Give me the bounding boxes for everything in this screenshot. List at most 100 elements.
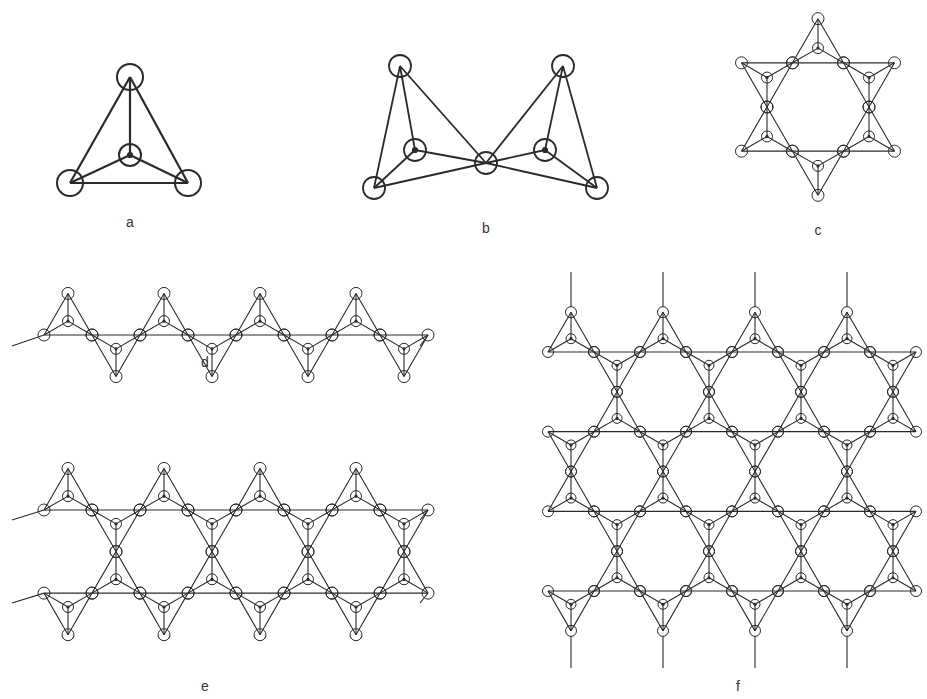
bond-line [754,472,755,499]
oxygen-atom [134,504,146,516]
bond-line [640,339,663,352]
bond-line [846,312,847,339]
bond-line [163,293,164,321]
bond-line [662,636,663,668]
bond-line [869,136,895,151]
bond-line [92,335,116,377]
bond-line [420,593,428,603]
bond-line [754,312,755,339]
bond-line [892,365,893,392]
oxygen-atom [658,440,668,450]
bond-line [308,335,332,349]
bond-line [824,339,847,352]
bond-line [847,472,870,512]
bond-line [594,351,640,352]
atom-center [402,522,405,525]
bond-line [188,509,236,510]
bond-line [732,351,778,352]
bond-line [686,351,732,352]
bond-line [732,511,778,512]
atom-center [845,496,848,499]
atom-center [661,443,664,446]
bond-line [662,312,663,339]
bond-line [308,510,332,552]
bond-line [708,365,709,392]
oxygen-atom [566,466,577,477]
bond-line [870,351,916,352]
atom-center [707,523,710,526]
oxygen-atom [888,573,898,583]
oxygen-atom [612,386,623,397]
bond-line [284,335,308,349]
bond-line [70,77,130,183]
bond-line [188,335,212,377]
bond-line [686,511,709,524]
bond-line [824,351,870,352]
oxygen-atom [207,574,218,585]
bond-line [732,472,755,512]
bond-line [766,107,767,136]
bond-line [259,293,260,321]
bond-line [92,334,140,335]
bond-line [570,636,571,668]
atom-center [569,496,572,499]
bond-line [332,593,356,607]
bond-line [12,593,44,603]
bond-line [403,524,404,552]
atom-center [162,605,165,608]
atom-center [258,605,261,608]
oxygen-atom [86,329,98,341]
oxygen-atom [658,599,668,609]
figure-label: e [201,679,209,693]
oxygen-atom [182,587,194,599]
bond-line [817,19,818,48]
bond-line [594,511,640,512]
bond-line [67,468,68,496]
oxygen-atom [787,57,799,69]
bond-line [778,511,801,551]
oxygen-atom [727,347,738,358]
figure-label: f [736,679,740,693]
bond-line [846,445,847,472]
oxygen-atom [159,316,170,327]
sheet-silicate [543,272,922,668]
oxygen-atom [750,599,760,609]
oxygen-atom [773,347,784,358]
bond-line [548,431,594,432]
bond-line [755,339,778,352]
bond-line [617,392,640,432]
bond-line [570,312,571,339]
bond-line [68,468,92,510]
bond-line [868,107,869,136]
atom-center [891,417,894,420]
oxygen-atom [750,493,760,503]
oxygen-atom [206,546,218,558]
bond-line [594,578,617,591]
bond-line [742,136,768,151]
bond-line [140,593,164,607]
oxygen-atom [589,586,600,597]
bond-line [893,418,916,431]
bond-line [801,392,824,432]
bond-line [742,63,768,107]
oxygen-atom [566,493,576,503]
bond-line [284,552,308,594]
bond-line [548,511,594,512]
oxygen-atom [389,55,411,77]
oxygen-atom [207,343,218,354]
bond-line [211,552,212,580]
bond-line [332,334,380,335]
bond-line [732,339,755,352]
bond-line [847,432,870,472]
bond-line [663,432,686,445]
oxygen-atom [612,546,623,557]
bond-line [548,591,571,631]
oxygen-atom [374,329,386,341]
atom-center [114,578,117,581]
bond-line [686,578,709,591]
atom-center [569,443,572,446]
bond-line [140,593,188,594]
bond-line [767,107,793,151]
oxygen-atom [566,334,576,344]
bond-line [818,19,844,63]
